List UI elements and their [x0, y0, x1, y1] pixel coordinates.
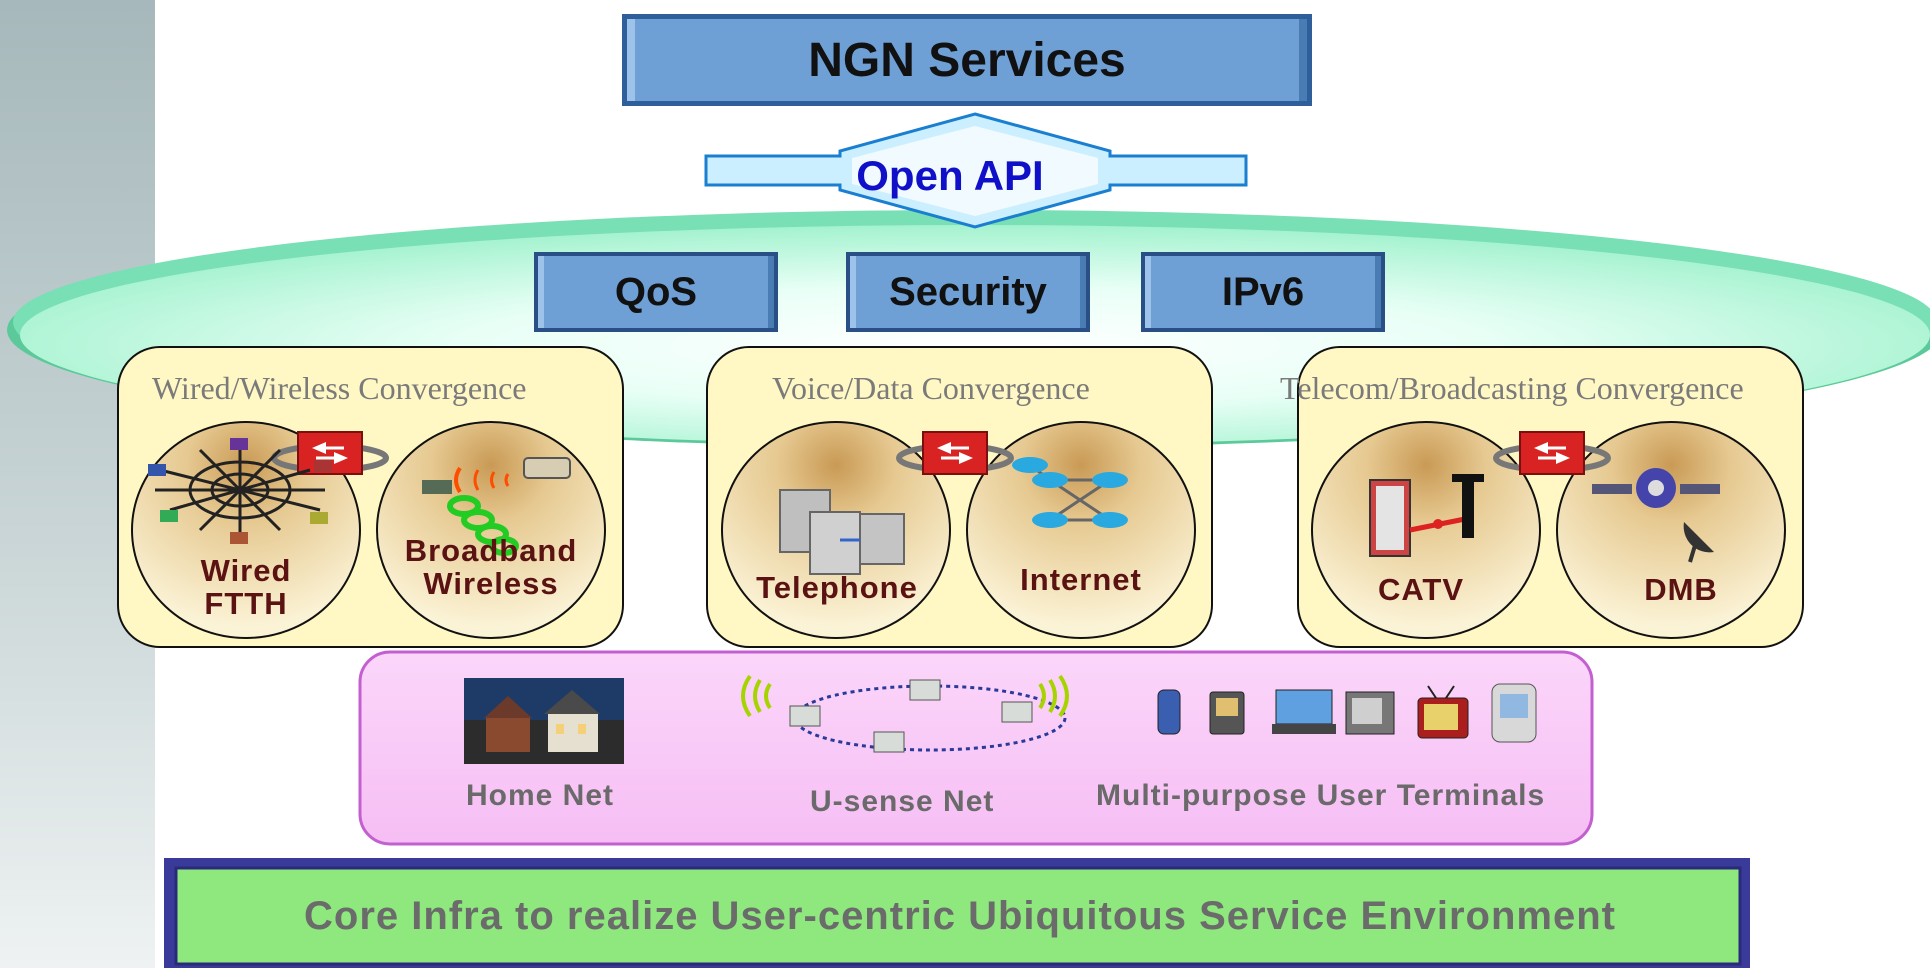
- open-api-arrow: [704, 112, 1248, 229]
- switch-icon: [1493, 431, 1611, 475]
- broadband-wireless-label: Broadband Wireless: [396, 533, 586, 601]
- ipv6-box: IPv6: [1141, 252, 1385, 332]
- ngn-services-label: NGN Services: [808, 33, 1126, 87]
- internet-label: Internet: [1020, 562, 1142, 597]
- pda-icon: [1345, 691, 1395, 735]
- home-net-label: Home Net: [466, 779, 615, 812]
- core-infra-banner: [164, 858, 1750, 968]
- laptop-icon: [1272, 689, 1336, 734]
- core-infra-label: Core Infra to realize User-centric Ubiqu…: [304, 893, 1616, 938]
- telecom-broadcasting-title: Telecom/Broadcasting Convergence: [1280, 370, 1744, 406]
- building-icon: [1369, 474, 1484, 557]
- sensor-node-icon: [741, 674, 1069, 753]
- server-icon: [779, 489, 905, 575]
- voice-data-title: Voice/Data Convergence: [772, 370, 1090, 406]
- open-api-label: Open API: [856, 152, 1044, 199]
- dmb-label: DMB: [1644, 572, 1718, 607]
- wired-label: Wired: [200, 553, 292, 588]
- router-network-icon: [1012, 457, 1128, 528]
- wireless-antenna-icon: [422, 457, 571, 556]
- house-photo: [464, 678, 624, 764]
- ftth-label: FTTH: [204, 585, 288, 621]
- wireless-label: Wireless: [423, 565, 559, 601]
- broadband-label: Broadband: [404, 533, 578, 568]
- security-label: Security: [889, 269, 1047, 314]
- pda-icon: [1491, 683, 1537, 743]
- ngn-services-box: NGN Services: [622, 14, 1312, 106]
- u-sense-net-label: U-sense Net: [810, 785, 995, 818]
- catv-label: CATV: [1377, 572, 1465, 607]
- wired-wireless-title: Wired/Wireless Convergence: [152, 370, 527, 406]
- wired-ftth-label: Wired FTTH: [186, 553, 306, 621]
- qos-box: QoS: [534, 252, 778, 332]
- qos-label: QoS: [614, 269, 698, 314]
- phone-icon: [1209, 691, 1245, 735]
- ipv6-label: IPv6: [1221, 269, 1305, 314]
- tv-icon: [1417, 685, 1469, 739]
- user-terminals-label: Multi-purpose User Terminals: [1096, 779, 1546, 812]
- phone-icon: [1157, 689, 1181, 735]
- switch-icon: [896, 431, 1014, 475]
- security-box: Security: [846, 252, 1090, 332]
- mesh-network-icon: [148, 438, 332, 544]
- telephone-label: Telephone: [756, 570, 918, 605]
- satellite-dish-icon: [1592, 468, 1720, 563]
